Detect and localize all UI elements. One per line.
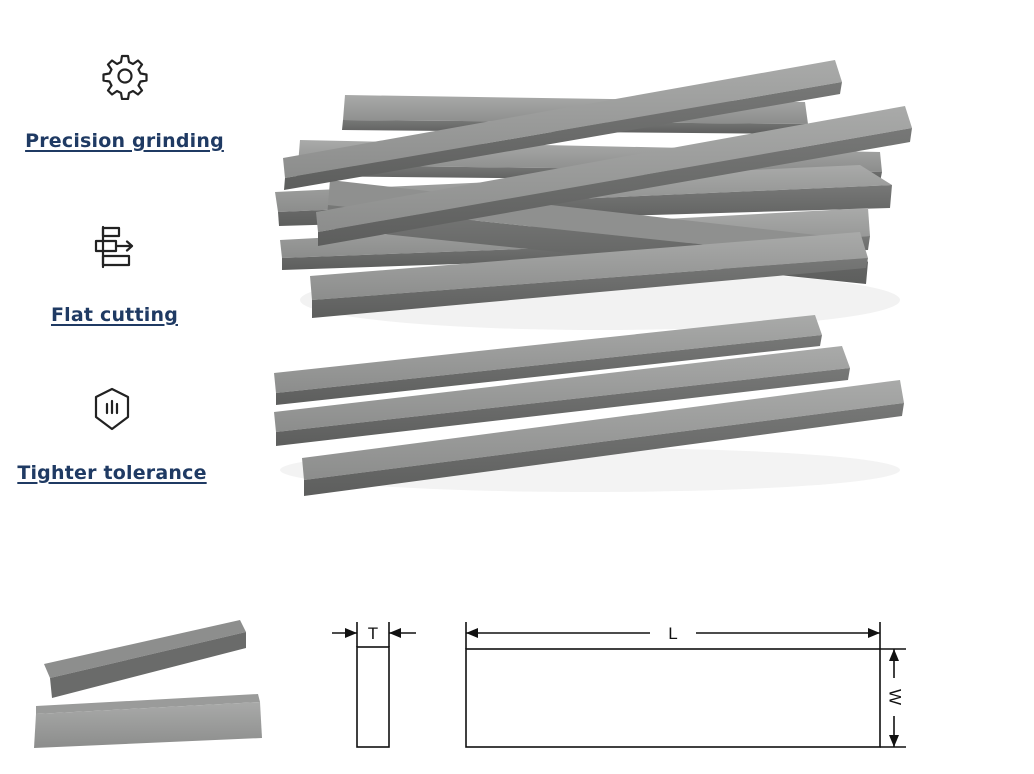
feature-label: Tighter tolerance bbox=[17, 462, 207, 484]
feature-label: Precision grinding bbox=[25, 130, 224, 152]
bar bbox=[274, 346, 850, 446]
bar bbox=[302, 380, 904, 496]
feature-tighter-tolerance: Tighter tolerance bbox=[12, 386, 212, 484]
length-label: L bbox=[668, 624, 677, 643]
shield-icon bbox=[94, 387, 130, 431]
bar bbox=[316, 106, 912, 246]
bar bbox=[310, 232, 868, 318]
thickness-label: T bbox=[368, 624, 378, 643]
flat-cutting-icon bbox=[94, 225, 133, 269]
width-label: W bbox=[886, 689, 905, 705]
bar bbox=[34, 694, 262, 748]
bar bbox=[274, 315, 822, 405]
feature-label: Flat cutting bbox=[50, 304, 178, 326]
feature-precision-grinding: Precision grinding bbox=[12, 52, 237, 152]
bar bbox=[44, 620, 246, 698]
gear-icon bbox=[101, 54, 148, 100]
bar bbox=[283, 60, 842, 190]
feature-flat-cutting: Flat cutting bbox=[12, 224, 217, 326]
